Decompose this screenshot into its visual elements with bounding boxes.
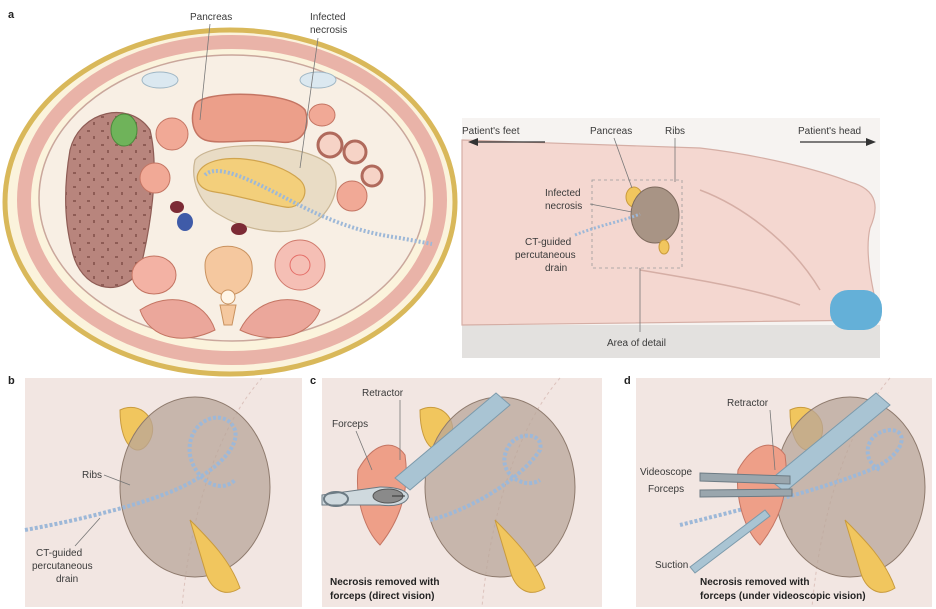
label-side-infected: Infected — [545, 188, 581, 199]
panel-b-label-drain-2: percutaneous — [32, 561, 93, 572]
panel-b-label-drain-3: drain — [56, 574, 78, 585]
panel-b-letter: b — [8, 375, 15, 387]
vertebral-body — [205, 246, 252, 295]
spinal-canal — [221, 290, 235, 304]
panel-d-label-suction: Suction — [655, 560, 688, 571]
label-side-pancreas: Pancreas — [590, 126, 632, 137]
left-kidney — [275, 240, 325, 290]
panel-d-label-videoscope: Videoscope — [640, 467, 693, 478]
label-patients-feet: Patient's feet — [462, 126, 520, 137]
label-patients-head: Patient's head — [798, 126, 861, 137]
panel-d-caption-2: forceps (under videoscopic vision) — [700, 591, 866, 602]
label-necrosis: necrosis — [310, 25, 347, 36]
bowel-loop-6 — [362, 166, 382, 186]
panel-d-letter: d — [624, 375, 631, 387]
vena-cava — [177, 213, 193, 231]
panel-d-caption-1: Necrosis removed with — [700, 577, 809, 588]
right-kidney — [132, 256, 176, 294]
panel-c-caption-1: Necrosis removed with — [330, 577, 439, 588]
panel-c-label-forceps: Forceps — [332, 419, 368, 430]
panel-a-cross-section: a — [5, 9, 455, 374]
panel-a-letter: a — [8, 9, 15, 21]
panel-c: c Retractor Forceps Necrosis removed wit… — [310, 375, 602, 607]
panel-c-caption-2: forceps (direct vision) — [330, 591, 434, 602]
table-surface — [462, 325, 880, 358]
label-area-of-detail: Area of detail — [607, 338, 666, 349]
gallbladder — [111, 114, 137, 146]
panel-c-label-retractor: Retractor — [362, 388, 404, 399]
label-pancreas: Pancreas — [190, 12, 232, 23]
fat-pad-right — [300, 72, 336, 88]
panel-b-label-drain-1: CT-guided — [36, 548, 82, 559]
panel-b: b Ribs CT-guided percutaneous drain — [8, 375, 302, 607]
panel-d-forceps — [700, 489, 792, 497]
bowel-loop-7 — [337, 181, 367, 211]
label-side-drain-2: percutaneous — [515, 250, 576, 261]
bowel-loop-3 — [309, 104, 335, 126]
label-side-ribs: Ribs — [665, 126, 685, 137]
label-side-drain-3: drain — [545, 263, 567, 274]
bowel-loop-4 — [318, 133, 342, 157]
bowel-loop-2 — [140, 163, 170, 193]
panel-d: d Retractor Videoscope Forceps Suction N… — [624, 375, 932, 607]
panel-d-label-forceps: Forceps — [648, 484, 684, 495]
label-side-necrosis: necrosis — [545, 201, 582, 212]
panel-b-necrosis — [120, 397, 270, 577]
pillow — [830, 290, 882, 330]
fat-pad-left — [142, 72, 178, 88]
aorta — [170, 201, 184, 213]
side-pancreas-tail — [659, 240, 669, 254]
bowel-loop-5 — [344, 141, 366, 163]
bowel-loop-1 — [156, 118, 188, 150]
label-side-drain-1: CT-guided — [525, 237, 571, 248]
label-infected: Infected — [310, 12, 346, 23]
renal-vessel — [231, 223, 247, 235]
panel-a-side-view: Patient's feet Patient's head Pancreas R… — [462, 118, 882, 358]
stomach — [192, 94, 307, 142]
side-necrosis — [631, 187, 679, 243]
panel-d-label-retractor: Retractor — [727, 398, 769, 409]
panel-b-label-ribs: Ribs — [82, 470, 102, 481]
panel-c-letter: c — [310, 375, 316, 387]
